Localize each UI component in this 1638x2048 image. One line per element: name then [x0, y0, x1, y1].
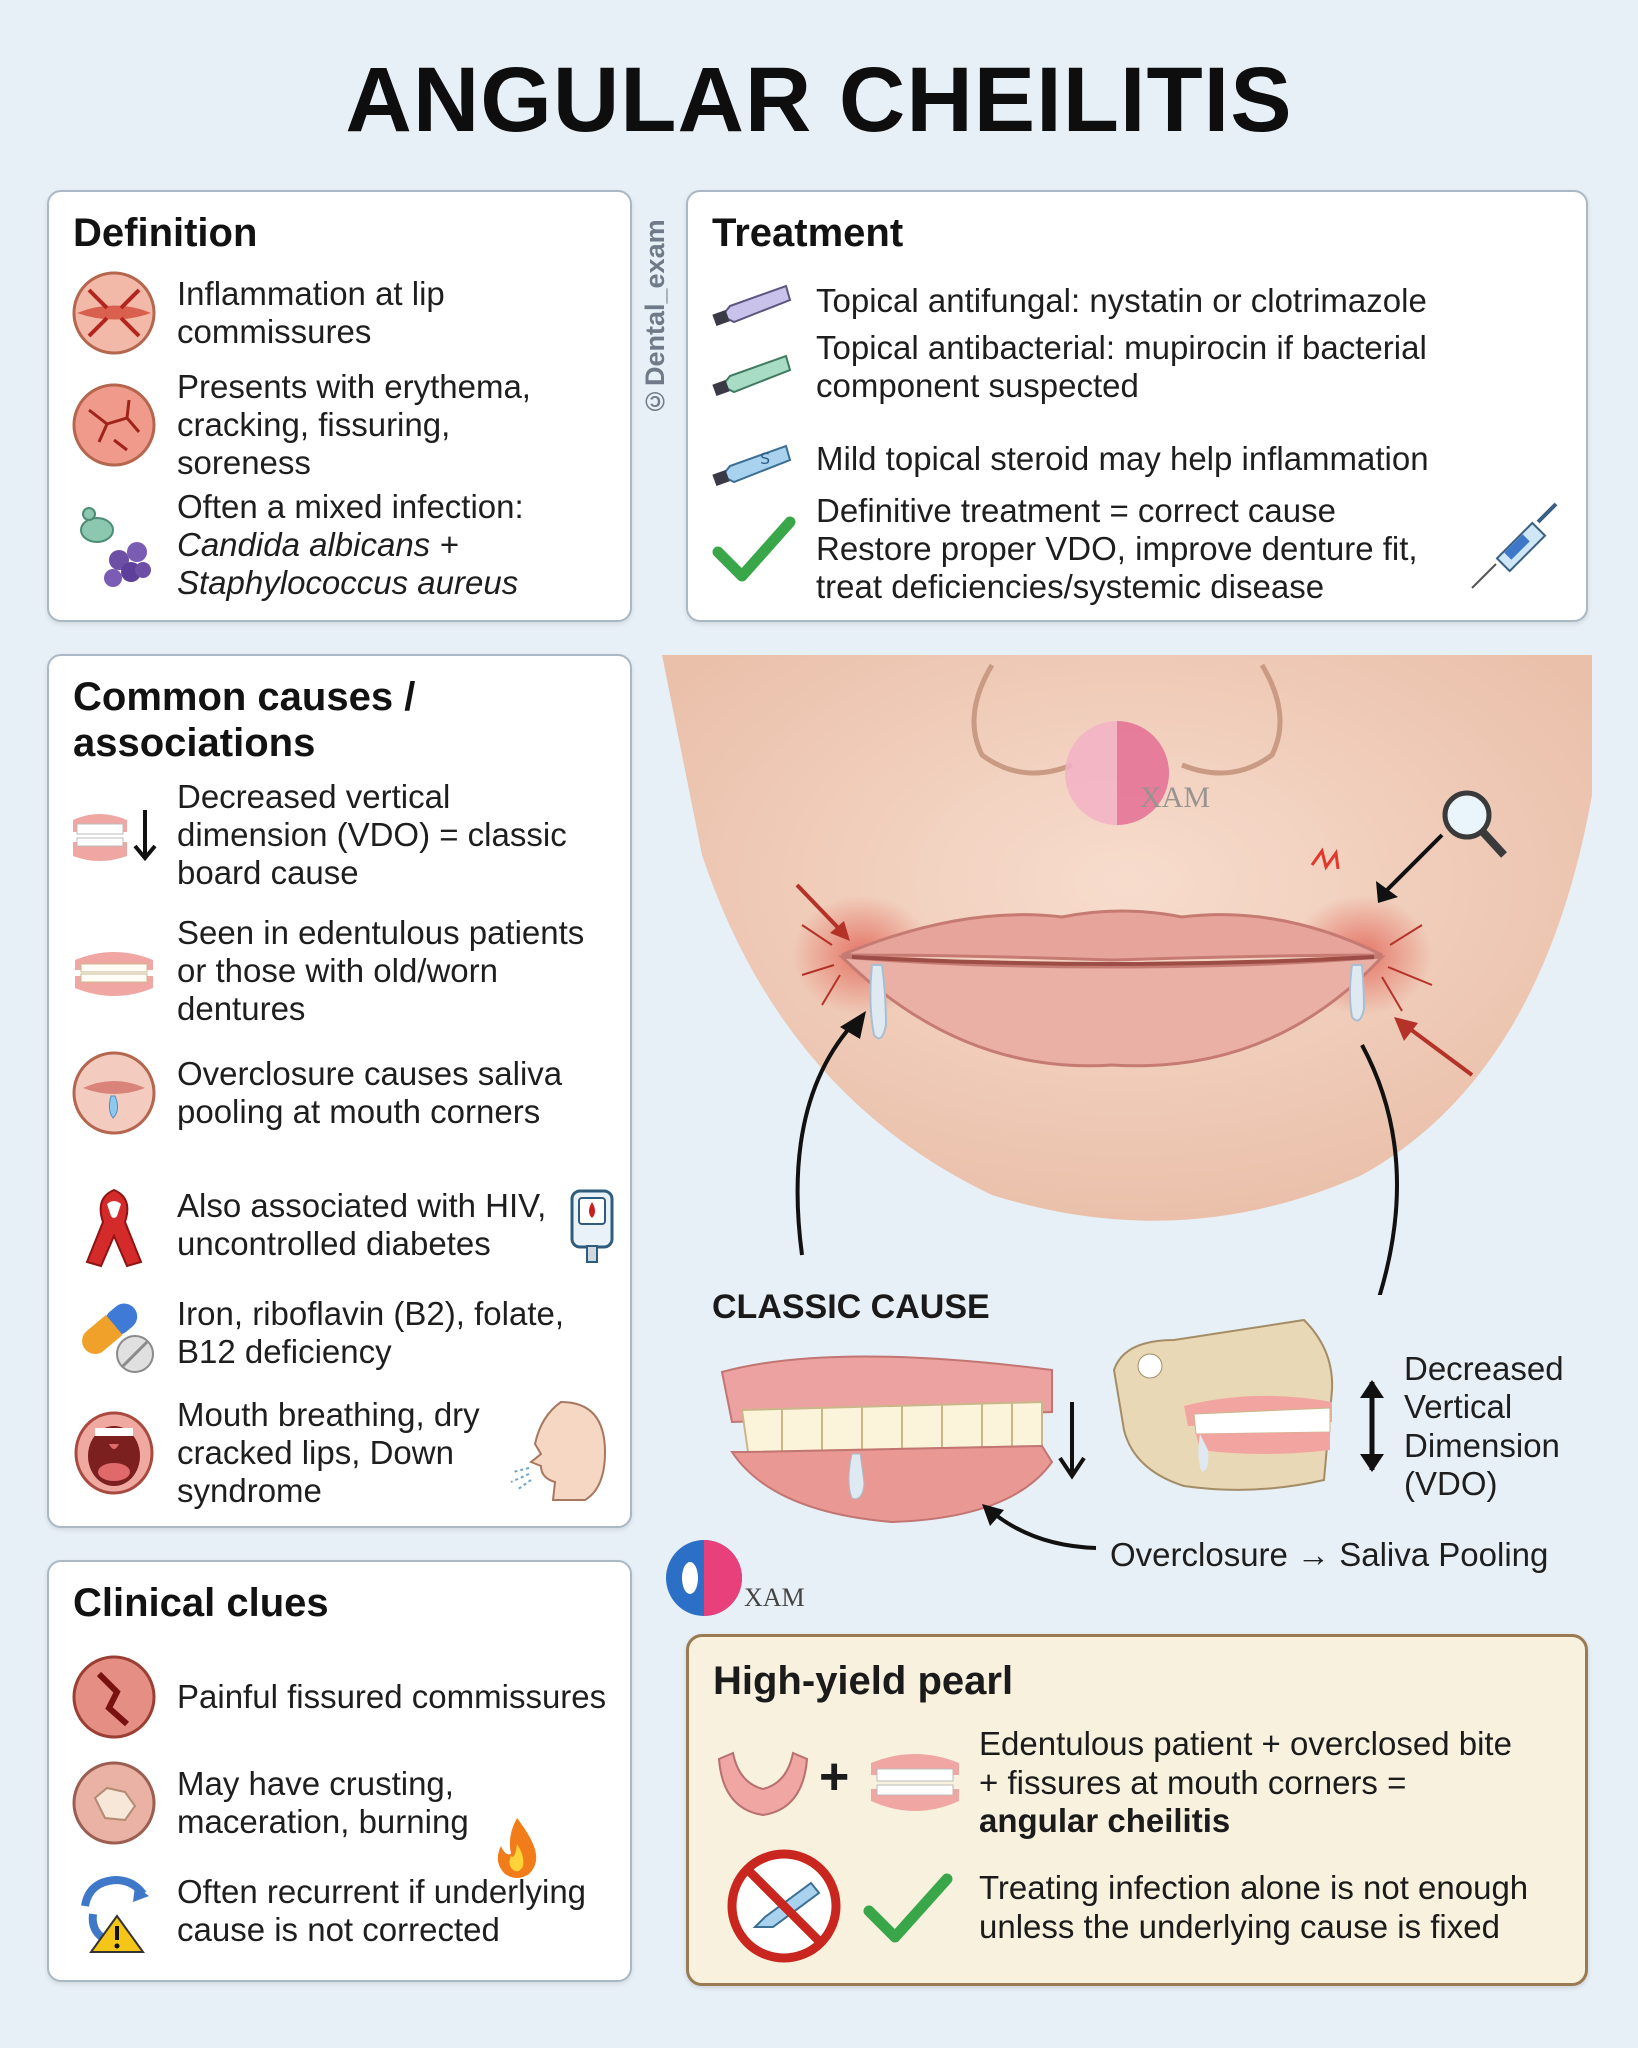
denture-down-arrow-icon [69, 790, 159, 880]
denture-overclosure-illustration [720, 1355, 1086, 1524]
causes-text-3: Overclosure causes saliva pooling at mou… [177, 1055, 563, 1130]
mouth-breathing-profile-icon [510, 1400, 607, 1501]
overclosure-label: Overclosure → Saliva Pooling [1110, 1536, 1549, 1573]
syringe-icon [1471, 502, 1558, 589]
definition-text-1: Inflammation at lip commissures [177, 275, 445, 350]
causes-text-4: Also associated with HIV, uncontrolled d… [177, 1187, 547, 1262]
list-item: Overclosure causes saliva pooling at mou… [69, 1048, 616, 1138]
crust-icon [69, 1758, 159, 1848]
definition-text-3: Often a mixed infection: Candida albican… [177, 488, 524, 602]
clues-text-2: May have crusting, maceration, burning [177, 1765, 469, 1840]
fire-icon [497, 1818, 537, 1878]
checkmark-icon [863, 1873, 953, 1943]
list-item: S Mild topical steroid may help inflamma… [708, 414, 1572, 504]
list-item: Definitive treatment = correct cause Res… [708, 492, 1572, 606]
recurrence-warning-icon [69, 1866, 159, 1956]
list-item: Inflammation at lip commissures [69, 268, 616, 358]
red-ribbon-icon [69, 1180, 159, 1270]
list-item: Also associated with HIV, uncontrolled d… [69, 1180, 616, 1270]
vdo-label-line-4: (VDO) [1404, 1464, 1498, 1502]
pearl-line-3: angular cheilitis [979, 1802, 1231, 1840]
treatment-text-1: Topical antifungal: nystatin or clotrima… [816, 282, 1427, 320]
ointment-tube-green-icon [708, 322, 798, 412]
pearl-statement-1: Edentulous patient + overclosed bite + f… [979, 1725, 1512, 1841]
definitive-line-2: Restore proper VDO, improve denture fit, [816, 529, 1418, 567]
list-item: Topical antibacterial: mupirocin if bact… [708, 322, 1572, 412]
clues-text-3: Often recurrent if underlying cause is n… [177, 1873, 587, 1948]
denture-icon [69, 926, 159, 1016]
skull-jaw-illustration [1112, 1318, 1334, 1491]
list-item: May have crusting, maceration, burning [69, 1758, 616, 1848]
ointment-tube-purple-icon [708, 256, 798, 346]
vdo-label-line-2: Vertical [1404, 1388, 1513, 1426]
open-mouth-icon [69, 1408, 159, 1498]
denture-icon [871, 1754, 959, 1811]
definitive-line-3: treat deficiencies/systemic disease [816, 567, 1325, 605]
pill-capsule-icon [69, 1288, 159, 1378]
staph-text: Staphylococcus aureus [177, 563, 519, 601]
causes-text-1: Decreased vertical dimension (VDO) = cla… [177, 778, 567, 891]
definitive-line-1: Definitive treatment = correct cause [816, 492, 1336, 529]
ointment-tube-blue-icon: S [708, 414, 798, 504]
vdo-label: Decreased Vertical Dimension (VDO) [1404, 1350, 1564, 1503]
pearl-heading: High-yield pearl [713, 1659, 1014, 1703]
glucose-meter-icon [570, 1189, 614, 1263]
edentulous-jaw-icon [717, 1751, 809, 1817]
clues-text-1: Painful fissured commissures [177, 1678, 607, 1716]
definition-text-2: Presents with erythema, cracking, fissur… [177, 368, 531, 481]
saliva-drop-icon [69, 1048, 159, 1138]
watermark: ©Dental_exam [640, 219, 670, 416]
high-yield-pearl-card: High-yield pearl + Edentulous patient + … [686, 1634, 1588, 1986]
list-item: Often recurrent if underlying cause is n… [69, 1866, 616, 1956]
candida-text: Candida albicans + [177, 525, 459, 563]
vdo-label-line-3: Dimension [1404, 1426, 1560, 1464]
logo-text: XAM [744, 1583, 805, 1612]
definition-text-3-line1: Often a mixed infection: [177, 488, 524, 525]
fissure-icon [69, 1652, 159, 1742]
microbes-icon [69, 500, 159, 590]
treatment-card: Treatment Topical antifungal: nystatin o… [686, 190, 1588, 622]
definition-heading: Definition [73, 211, 258, 255]
no-topical-only-icon [727, 1849, 841, 1963]
pearl-line-5: unless the underlying cause is fixed [979, 1907, 1500, 1945]
causes-text-5: Iron, riboflavin (B2), folate, B12 defic… [177, 1295, 565, 1370]
clues-heading: Clinical clues [73, 1581, 329, 1625]
treatment-text-2: Topical antibacterial: mupirocin if bact… [816, 329, 1427, 404]
overclosure-arrow-icon [982, 1504, 1097, 1550]
vertical-double-arrow-icon [1360, 1380, 1384, 1472]
causes-heading: Common causes / associations [73, 675, 416, 765]
causes-text-2: Seen in edentulous patients or those wit… [177, 914, 585, 1027]
list-item: Seen in edentulous patients or those wit… [69, 914, 616, 1028]
clues-card: Clinical clues Painful fissured commissu… [47, 1560, 632, 1982]
pearl-line-4: Treating infection alone is not enough [979, 1869, 1529, 1906]
treatment-text-4: Definitive treatment = correct cause Res… [816, 492, 1418, 606]
list-item: Often a mixed infection: Candida albican… [69, 488, 616, 602]
classic-cause-label: CLASSIC CAUSE [712, 1288, 990, 1326]
page-title: ANGULAR CHEILITIS [345, 49, 1293, 151]
pearl-line-1: Edentulous patient + overclosed bite [979, 1725, 1512, 1762]
causes-text-6: Mouth breathing, dry cracked lips, Down … [177, 1396, 480, 1509]
vdo-label-line-1: Decreased [1404, 1350, 1564, 1387]
definition-card: Definition Inflammation at lip commissur… [47, 190, 632, 622]
list-item: Topical antifungal: nystatin or clotrima… [708, 256, 1572, 346]
svg-text:S: S [760, 449, 770, 468]
logo: XAM [666, 1540, 805, 1616]
treatment-heading: Treatment [712, 211, 904, 255]
list-item: Iron, riboflavin (B2), folate, B12 defic… [69, 1288, 616, 1378]
list-item: Decreased vertical dimension (VDO) = cla… [69, 778, 616, 892]
logo-text-large: XAM [1140, 781, 1210, 814]
list-item: Presents with erythema, cracking, fissur… [69, 368, 616, 482]
plus-sign: + [819, 1748, 850, 1806]
inflamed-commissure-icon [69, 268, 159, 358]
pearl-line-2: + fissures at mouth corners = [979, 1763, 1407, 1801]
list-item: Mouth breathing, dry cracked lips, Down … [69, 1396, 616, 1510]
cracked-skin-icon [69, 380, 159, 470]
list-item: Painful fissured commissures [69, 1652, 616, 1742]
lips-illustration: XAM [662, 655, 1592, 1346]
pearl-statement-2: Treating infection alone is not enough u… [979, 1869, 1528, 1946]
checkmark-icon [708, 504, 798, 594]
treatment-text-3: Mild topical steroid may help inflammati… [816, 440, 1429, 478]
causes-card: Common causes / associations Decreased v… [47, 654, 632, 1528]
